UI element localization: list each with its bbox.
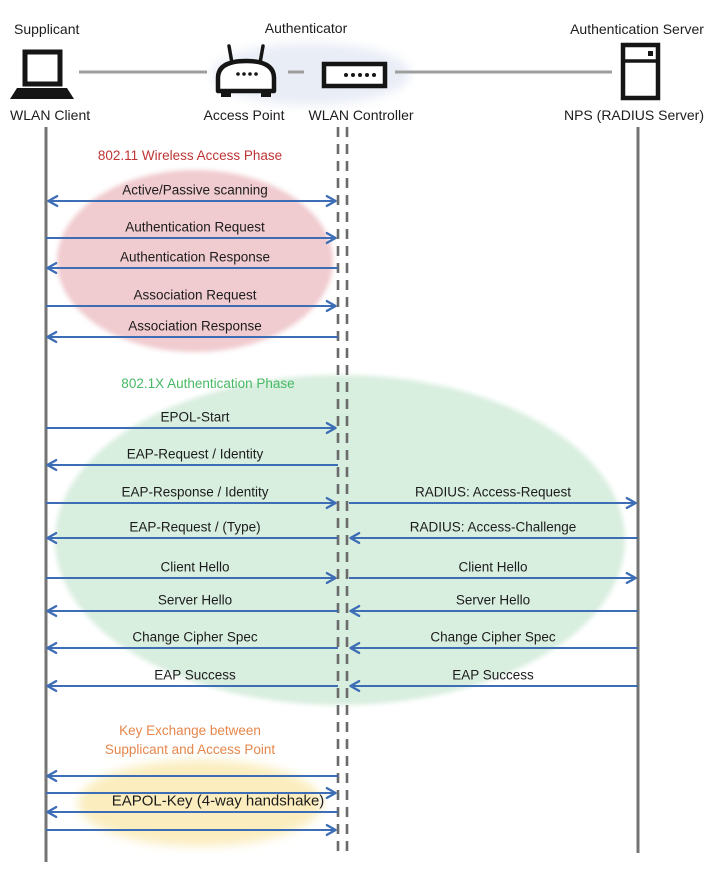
message-label: Authentication Response — [119, 249, 271, 265]
server-icon — [620, 42, 661, 101]
access-point-icon — [215, 44, 277, 97]
role-label-authentication-server: Authentication Server — [570, 21, 704, 37]
message-label: Association Request — [133, 287, 257, 303]
message-label: EAP Success — [154, 667, 236, 683]
message-label: Server Hello — [455, 592, 531, 608]
laptop-icon — [10, 49, 74, 99]
message-label: Active/Passive scanning — [122, 182, 268, 198]
role-label-authenticator: Authenticator — [264, 20, 348, 36]
device-label-nps: NPS (RADIUS Server) — [563, 107, 705, 123]
message-label: Association Response — [128, 318, 262, 334]
message-label: EAP-Response / Identity — [121, 484, 269, 500]
message-label: EAP Success — [452, 667, 534, 683]
message-label: RADIUS: Access-Request — [414, 484, 572, 500]
phase-title-802-11: 802.11 Wireless Access Phase — [97, 148, 283, 163]
message-label: Authentication Request — [125, 219, 265, 235]
phase-title-802-1x: 802.1X Authentication Phase — [121, 376, 295, 391]
phase-title-key-exchange-line2: Supplicant and Access Point — [104, 742, 276, 757]
message-label: Change Cipher Spec — [430, 629, 556, 645]
message-label: Client Hello — [458, 559, 528, 575]
message-label: Client Hello — [160, 559, 230, 575]
message-label: EAP-Request / (Type) — [129, 519, 261, 535]
device-label-wlan-controller: WLAN Controller — [308, 107, 414, 123]
phase-802-1x-ellipse — [55, 375, 625, 705]
device-label-access-point: Access Point — [203, 107, 285, 123]
message-label: RADIUS: Access-Challenge — [409, 519, 577, 535]
message-label: EAPOL-Key (4-way handshake) — [111, 792, 325, 810]
message-arrows-layer — [46, 194, 638, 837]
message-label: EAP-Request / Identity — [126, 446, 264, 462]
wlan-controller-icon — [321, 61, 388, 89]
phase-title-key-exchange-line1: Key Exchange between — [119, 723, 261, 738]
key-exchange-ellipse — [78, 760, 322, 846]
message-label: Server Hello — [157, 592, 233, 608]
device-label-wlan-client: WLAN Client — [10, 107, 91, 123]
message-label: EPOL-Start — [160, 409, 230, 425]
role-label-supplicant: Supplicant — [14, 21, 80, 37]
message-label: Change Cipher Spec — [132, 629, 258, 645]
